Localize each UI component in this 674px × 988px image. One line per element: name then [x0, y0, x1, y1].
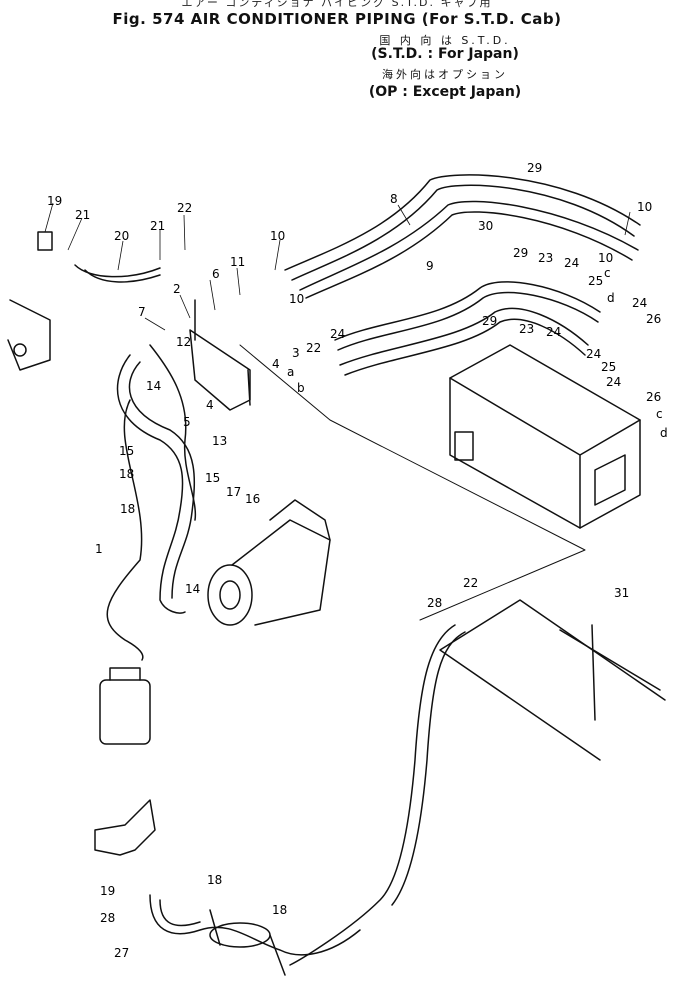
callout-24: 24 [632, 296, 647, 310]
callout-18: 18 [207, 873, 222, 887]
callout-16: 16 [245, 492, 260, 506]
callout-22: 22 [177, 201, 192, 215]
callout-18: 18 [272, 903, 287, 917]
callout-4: 4 [272, 357, 280, 371]
callout-d: d [607, 291, 615, 305]
receiver-drier [99, 679, 151, 745]
callout-14: 14 [146, 379, 161, 393]
hose-13 [149, 344, 197, 521]
callout-22: 22 [463, 576, 478, 590]
callout-4: 4 [206, 398, 214, 412]
callout-c: c [656, 407, 663, 421]
callout-7: 7 [138, 305, 146, 319]
callout-29: 29 [482, 314, 497, 328]
callout-25: 25 [588, 274, 603, 288]
callout-3: 3 [292, 346, 300, 360]
callout-c: c [604, 266, 611, 280]
callout-5: 5 [183, 415, 191, 429]
callout-26: 26 [646, 390, 661, 404]
compressor-pulley [207, 564, 253, 626]
callout-14: 14 [185, 582, 200, 596]
hose-23 [334, 281, 601, 341]
callout-d: d [660, 426, 668, 440]
callout-a: a [287, 365, 294, 379]
callout-28: 28 [100, 911, 115, 925]
mounting-bracket [189, 329, 251, 411]
hose-14-inner [128, 361, 196, 599]
callout-13: 13 [212, 434, 227, 448]
callout-29: 29 [513, 246, 528, 260]
pipe-27 [289, 624, 456, 966]
callout-25: 25 [601, 360, 616, 374]
compressor-body [231, 519, 331, 626]
callout-19: 19 [47, 194, 62, 208]
callout-11: 11 [230, 255, 245, 269]
callout-15: 15 [205, 471, 220, 485]
callout-15: 15 [119, 444, 134, 458]
hose-23-inner [337, 291, 599, 351]
callout-20: 20 [114, 229, 129, 243]
pipe-1 [106, 399, 144, 661]
hose-9 [299, 200, 639, 291]
callout-8: 8 [390, 192, 398, 206]
callout-6: 6 [212, 267, 220, 281]
evaporator-unit [449, 344, 641, 529]
hose-14 [116, 354, 186, 614]
callout-22: 22 [306, 341, 321, 355]
callout-12: 12 [176, 335, 191, 349]
callout-17: 17 [226, 485, 241, 499]
hose-23-lower-inner [344, 318, 586, 376]
callout-10: 10 [289, 292, 304, 306]
heater-duct [94, 799, 156, 856]
hose-23-lower [339, 307, 589, 366]
callout-18: 18 [119, 467, 134, 481]
callout-9: 9 [426, 259, 434, 273]
figure-title: Fig. 574 AIR CONDITIONER PIPING (For S.T… [112, 10, 562, 28]
callout-23: 23 [538, 251, 553, 265]
callout-b: b [297, 381, 305, 395]
callout-2: 2 [173, 282, 181, 296]
japanese-op-note: 海外向はオプション [382, 68, 508, 81]
callout-19: 19 [100, 884, 115, 898]
callout-24: 24 [330, 327, 345, 341]
hose-8 [284, 174, 641, 271]
callout-10: 10 [637, 200, 652, 214]
callout-24: 24 [564, 256, 579, 270]
callout-21: 21 [150, 219, 165, 233]
callout-26: 26 [646, 312, 661, 326]
callout-23: 23 [519, 322, 534, 336]
callout-10: 10 [598, 251, 613, 265]
japanese-std-note: 国 内 向 は S.T.D. [379, 34, 511, 47]
callout-29: 29 [527, 161, 542, 175]
callout-24: 24 [606, 375, 621, 389]
hose-9-inner [305, 211, 633, 299]
callout-18: 18 [120, 502, 135, 516]
callout-21: 21 [75, 208, 90, 222]
callout-1: 1 [95, 542, 103, 556]
callout-31: 31 [614, 586, 629, 600]
callout-30: 30 [478, 219, 493, 233]
callout-24: 24 [546, 325, 561, 339]
callout-27: 27 [114, 946, 129, 960]
callout-28: 28 [427, 596, 442, 610]
japanese-title: エアー コンディショナ パイピング S.T.D. キャブ用 [181, 0, 493, 9]
std-note: (S.T.D. : For Japan) [371, 46, 519, 62]
hose-8-inner [291, 184, 635, 281]
callout-24: 24 [586, 347, 601, 361]
op-note: (OP : Except Japan) [368, 84, 522, 100]
callout-10: 10 [270, 229, 285, 243]
floor-panel [439, 599, 666, 761]
